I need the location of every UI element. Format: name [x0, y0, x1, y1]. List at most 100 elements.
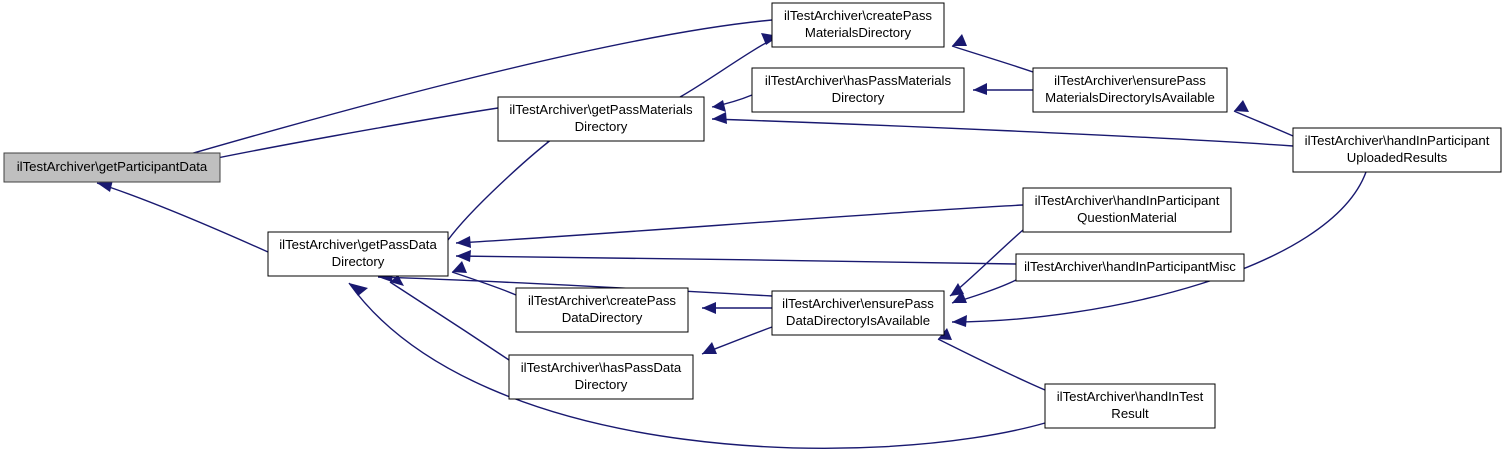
edge-line: [937, 338, 1046, 391]
node-label: ilTestArchiver\ensurePass: [782, 296, 934, 311]
arrowhead-icon: [938, 328, 952, 340]
node-label: ilTestArchiver\getParticipantData: [17, 159, 208, 174]
node-label: DataDirectoryIsAvailable: [786, 313, 930, 328]
node-label: DataDirectory: [562, 310, 643, 325]
edge-line: [165, 19, 773, 162]
edge-line: [711, 118, 1294, 147]
node-box[interactable]: [771, 2, 945, 48]
edge-line: [389, 281, 510, 361]
graph-node-ensurePassMaterialsDirectoryIsAvailable[interactable]: ilTestArchiver\ensurePassMaterialsDirect…: [1032, 67, 1228, 113]
graph-node-handInParticipantMisc[interactable]: ilTestArchiver\handInParticipantMisc: [1015, 253, 1245, 282]
call-edge: [1233, 100, 1294, 137]
node-box[interactable]: [1022, 187, 1232, 233]
arrowhead-icon: [952, 315, 967, 327]
arrowhead-icon: [390, 275, 404, 286]
graph-node-handInParticipantQuestionMaterial[interactable]: ilTestArchiver\handInParticipantQuestion…: [1022, 187, 1232, 233]
node-box[interactable]: [508, 354, 694, 400]
node-label: ilTestArchiver\createPass: [528, 293, 676, 308]
node-label: UploadedResults: [1347, 150, 1448, 165]
node-label: Directory: [575, 119, 628, 134]
graph-node-createPassMaterialsDirectory[interactable]: ilTestArchiver\createPassMaterialsDirect…: [771, 2, 945, 48]
node-box[interactable]: [497, 96, 705, 142]
arrowhead-icon: [452, 261, 467, 273]
node-label: ilTestArchiver\handInParticipantMisc: [1024, 259, 1236, 274]
edge-line: [96, 182, 269, 253]
node-label: ilTestArchiver\handInTest: [1057, 389, 1204, 404]
node-label: ilTestArchiver\hasPassData: [521, 360, 682, 375]
call-edge: [96, 180, 269, 253]
node-label: Result: [1111, 406, 1149, 421]
arrowhead-icon: [952, 34, 967, 46]
call-edge: [702, 302, 773, 314]
node-label: Directory: [575, 377, 628, 392]
call-edge: [447, 131, 561, 241]
edge-line: [1233, 110, 1294, 137]
arrowhead-icon: [349, 283, 368, 296]
call-edge: [389, 275, 510, 361]
edge-line: [447, 132, 561, 241]
graph-node-handInParticipantUploadedResults[interactable]: ilTestArchiver\handInParticipantUploaded…: [1292, 127, 1502, 173]
call-edge: [711, 94, 753, 112]
node-box[interactable]: [267, 231, 449, 277]
arrowhead-icon: [712, 100, 726, 112]
arrowhead-icon: [702, 302, 716, 314]
node-label: ilTestArchiver\handInParticipant: [1305, 133, 1490, 148]
call-edge: [949, 229, 1024, 297]
call-edge: [951, 34, 1034, 73]
node-box[interactable]: [515, 287, 689, 333]
arrowhead-icon: [973, 83, 987, 95]
call-edge: [951, 171, 1367, 327]
call-edge: [348, 282, 1046, 449]
node-box[interactable]: [751, 67, 965, 113]
node-label: QuestionMaterial: [1077, 210, 1177, 225]
arrowhead-icon: [456, 250, 471, 262]
node-label: ilTestArchiver\hasPassMaterials: [765, 73, 952, 88]
call-edge: [455, 250, 1017, 265]
edge-line: [451, 271, 517, 296]
node-label: ilTestArchiver\createPass: [784, 8, 932, 23]
node-box[interactable]: [771, 290, 945, 336]
edge-line: [377, 276, 773, 297]
node-label: Directory: [832, 90, 885, 105]
node-box[interactable]: [1292, 127, 1502, 173]
node-label: ilTestArchiver\getPassMaterials: [509, 102, 693, 117]
node-label: MaterialsDirectory: [805, 25, 912, 40]
call-edge: [973, 83, 1033, 95]
edges-layer: [96, 19, 1367, 449]
arrowhead-icon: [1234, 100, 1249, 112]
node-box[interactable]: [1044, 383, 1216, 429]
arrowhead-icon: [702, 342, 717, 354]
node-label: ilTestArchiver\ensurePass: [1054, 73, 1206, 88]
node-label: ilTestArchiver\getPassData: [279, 237, 437, 252]
nodes-layer: ilTestArchiver\getParticipantData ilTestA…: [3, 2, 1502, 429]
arrowhead-icon: [712, 112, 727, 124]
edge-line: [951, 171, 1367, 323]
call-edge: [937, 328, 1046, 391]
node-box[interactable]: [1032, 67, 1228, 113]
node-box[interactable]: [3, 152, 221, 183]
call-edge: [451, 261, 517, 296]
node-label: ilTestArchiver\handInParticipant: [1035, 193, 1220, 208]
edge-line: [455, 255, 1017, 265]
edge-line: [348, 282, 1046, 449]
graph-node-getParticipantData[interactable]: ilTestArchiver\getParticipantData: [3, 152, 221, 183]
call-edge: [455, 204, 1024, 248]
arrowhead-icon: [97, 180, 113, 192]
call-edge: [711, 112, 1294, 147]
graph-node-ensurePassDataDirectoryIsAvailable[interactable]: ilTestArchiver\ensurePassDataDirectoryIs…: [771, 290, 945, 336]
arrowhead-icon: [950, 283, 964, 296]
call-edge: [951, 279, 1017, 304]
node-box[interactable]: [1015, 253, 1245, 282]
node-label: MaterialsDirectoryIsAvailable: [1045, 90, 1215, 105]
arrowhead-icon: [952, 291, 967, 303]
edge-line: [455, 204, 1024, 244]
node-label: Directory: [332, 254, 385, 269]
